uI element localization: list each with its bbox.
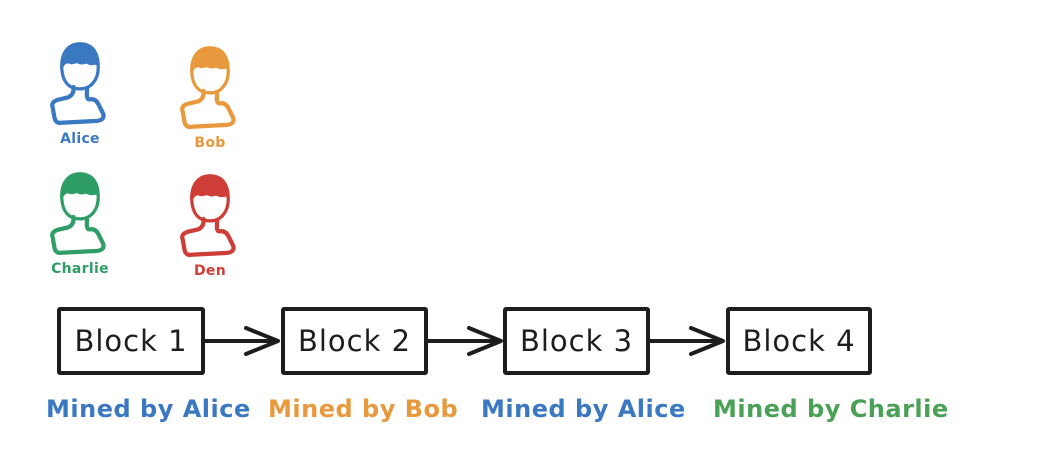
block-label: Block 1 bbox=[74, 324, 188, 358]
person-bust-icon bbox=[180, 46, 236, 130]
miner-figure-alice[interactable]: Alice bbox=[46, 40, 114, 147]
arrow-block2-to-block3[interactable] bbox=[427, 324, 505, 358]
miner-name-label: Charlie bbox=[51, 261, 109, 277]
person-bust-icon bbox=[180, 174, 236, 258]
mined-by-label-block2[interactable]: Mined by Bob bbox=[268, 395, 459, 423]
block-3[interactable]: Block 3 bbox=[503, 307, 650, 375]
mined-by-label-block1[interactable]: Mined by Alice bbox=[46, 395, 251, 423]
arrow-block3-to-block4[interactable] bbox=[649, 324, 727, 358]
person-bust-icon bbox=[50, 172, 106, 256]
block-4[interactable]: Block 4 bbox=[726, 307, 872, 375]
arrow-block1-to-block2[interactable] bbox=[204, 324, 282, 358]
miner-figure-charlie[interactable]: Charlie bbox=[46, 170, 114, 277]
miner-figure-bob[interactable]: Bob bbox=[176, 44, 244, 151]
person-bust-icon bbox=[50, 42, 106, 126]
miner-figure-den[interactable]: Den bbox=[176, 172, 244, 279]
mined-by-label-block4[interactable]: Mined by Charlie bbox=[713, 395, 949, 423]
block-1[interactable]: Block 1 bbox=[57, 307, 205, 375]
arrow-head-icon bbox=[689, 326, 725, 356]
mined-by-label-block3[interactable]: Mined by Alice bbox=[481, 395, 686, 423]
miner-name-label: Alice bbox=[60, 131, 100, 147]
arrow-head-icon bbox=[244, 326, 280, 356]
block-2[interactable]: Block 2 bbox=[281, 307, 428, 375]
arrow-head-icon bbox=[467, 326, 503, 356]
block-label: Block 3 bbox=[519, 324, 634, 358]
block-label: Block 2 bbox=[297, 324, 412, 358]
miner-name-label: Den bbox=[194, 263, 226, 279]
block-label: Block 4 bbox=[742, 324, 856, 358]
miner-name-label: Bob bbox=[194, 135, 226, 151]
